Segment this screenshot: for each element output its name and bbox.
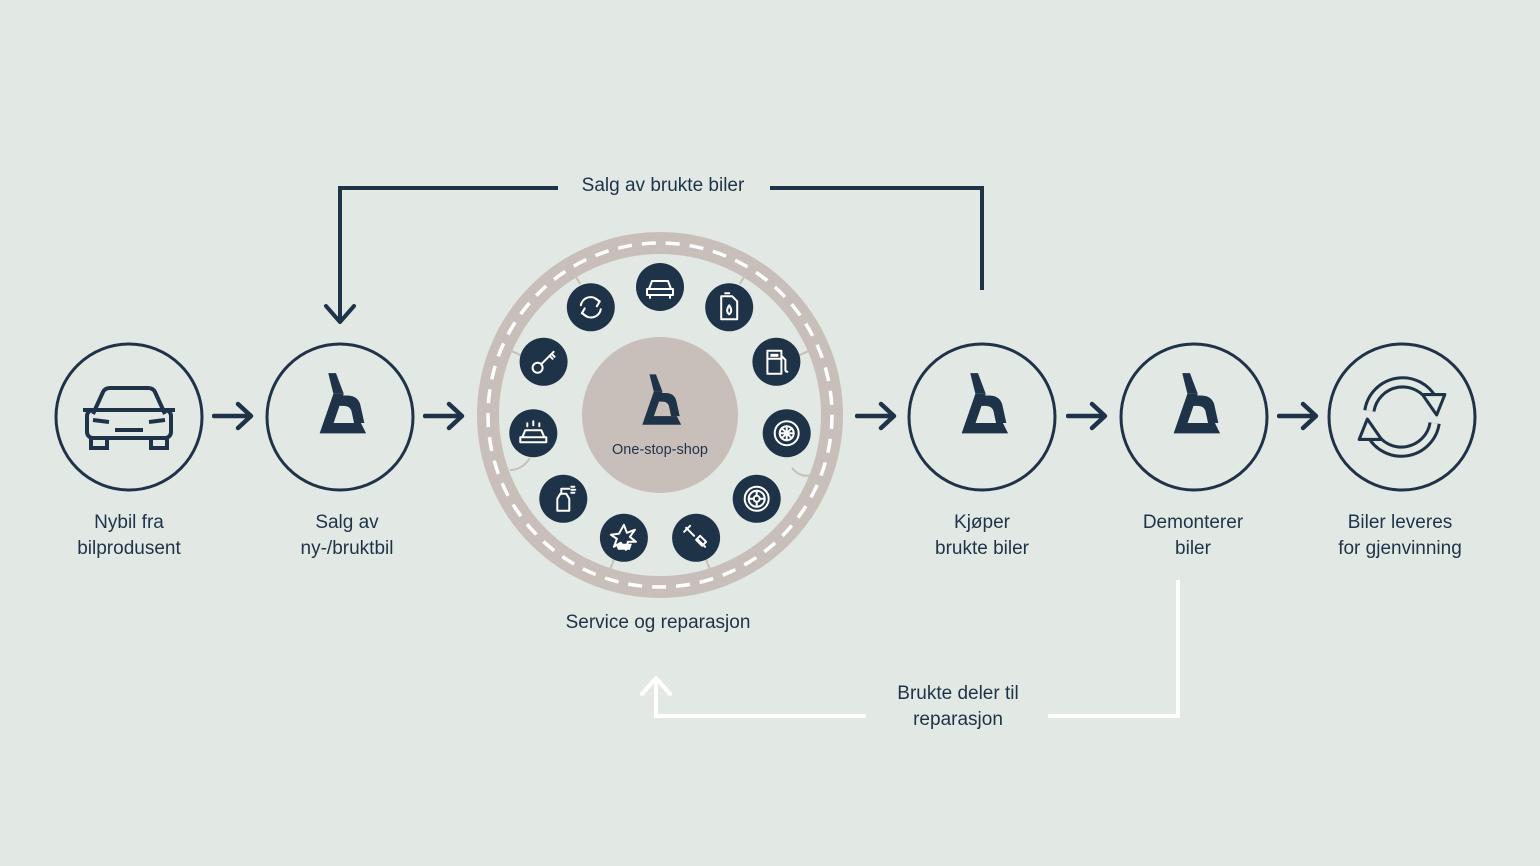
label-line: for gjenvinning <box>1338 538 1462 559</box>
tire-icon <box>762 409 811 458</box>
node-buys-used <box>907 342 1057 492</box>
wrench-plug-icon <box>672 513 721 562</box>
label-line: Demonterer <box>1142 512 1244 533</box>
label-line: Brukte deler til <box>897 683 1019 704</box>
service-hub <box>477 232 843 598</box>
node-label-sales: Salg av ny-/bruktbil <box>247 510 447 562</box>
node-dismantles <box>1119 342 1269 492</box>
hub-center-label: One-stop-shop <box>612 442 708 458</box>
label-line: bilprodusent <box>77 538 181 559</box>
label-line: Salg av <box>315 512 379 533</box>
node-sales <box>265 342 415 492</box>
node-label-buys-used: Kjøper brukte biler <box>882 510 1082 562</box>
car-front-icon <box>83 388 175 448</box>
wheel-rim-icon <box>732 474 781 523</box>
used-car-sales-flow <box>324 186 984 324</box>
node-new-car <box>54 342 204 492</box>
brand-logo-icon <box>1173 373 1221 434</box>
label-line: Nybil fra <box>94 512 164 533</box>
label-line: Kjøper <box>954 512 1010 533</box>
node-recycling <box>1327 342 1477 492</box>
arrow-right-icon <box>1279 404 1316 428</box>
node-label-recycling: Biler leveres for gjenvinning <box>1300 510 1500 562</box>
node-label-new-car: Nybil fra bilprodusent <box>29 510 229 562</box>
label-line: biler <box>1175 538 1211 559</box>
label-line: reparasjon <box>913 709 1003 730</box>
hub-ring-dashes <box>486 241 834 589</box>
label-line: Biler leveres <box>1347 512 1453 533</box>
arrow-right-icon <box>857 404 894 428</box>
oil-can-icon <box>705 283 754 332</box>
hub-center <box>582 337 738 493</box>
arrow-right-icon <box>425 404 462 428</box>
fuel-pump-icon <box>752 337 801 386</box>
arrow-right-icon <box>214 404 251 428</box>
brand-logo-icon <box>961 373 1009 434</box>
car-wash-icon <box>509 409 558 458</box>
label-line: ny-/bruktbil <box>300 538 394 559</box>
key-icon <box>519 337 568 386</box>
used-car-sales-label: Salg av brukte biler <box>581 175 745 196</box>
service-icons <box>509 263 811 562</box>
node-label-dismantles: Demonterer biler <box>1093 510 1293 562</box>
arrow-right-icon <box>1068 404 1105 428</box>
collision-icon <box>599 513 648 562</box>
car-front-icon <box>636 263 684 311</box>
label-line: brukte biler <box>935 538 1029 559</box>
recycle-arrows-icon <box>1359 382 1445 451</box>
used-parts-label: Brukte deler til reparasjon <box>858 681 1058 733</box>
hub-caption: Service og reparasjon <box>565 612 751 633</box>
brand-logo-icon <box>319 373 367 434</box>
spray-bottle-icon <box>539 474 588 523</box>
rotation-icon <box>566 283 615 332</box>
used-parts-flow <box>640 580 1180 718</box>
